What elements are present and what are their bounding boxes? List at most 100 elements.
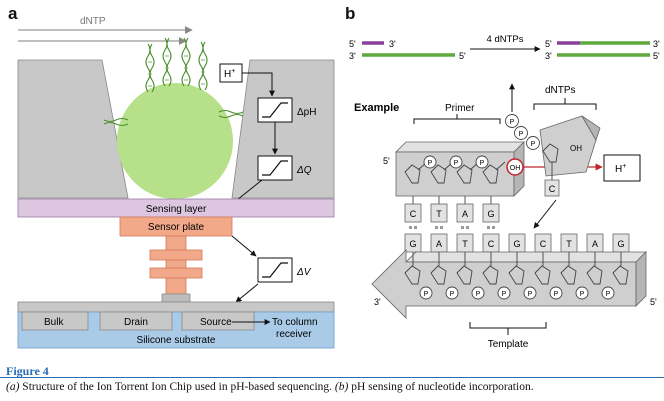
figure-title: Figure 4 — [6, 364, 49, 378]
h-plus-box-b — [603, 154, 641, 182]
arrow-v-to-transistor — [235, 283, 259, 303]
incoming-nucleotide-tip — [581, 115, 601, 141]
incoming-sugar — [542, 143, 559, 163]
sensor-plate-label: Sensor plate — [148, 222, 205, 233]
template-base-5: C — [540, 239, 547, 249]
template-p-2: P — [450, 291, 455, 298]
caption-a-label: (a) — [6, 381, 20, 393]
template-base-8: G — [617, 239, 624, 249]
four-dntps-label: 4 dNTPs — [487, 34, 524, 45]
oh-label: OH — [510, 165, 521, 172]
primer-label: Primer — [445, 103, 475, 114]
delta-q-label: ΔQ — [296, 165, 312, 176]
arrow-plate-to-v — [231, 235, 257, 257]
dna-rungs — [148, 55, 205, 87]
after-3prime-top: 3' — [653, 39, 660, 49]
caption-b-label: (b) — [334, 381, 349, 393]
primer-base-2: A — [462, 209, 468, 219]
after-3prime: 3' — [545, 51, 552, 61]
template-base-7: A — [592, 239, 598, 249]
delta-ph-label: ΔpH — [297, 107, 316, 118]
template-p-5: P — [528, 291, 533, 298]
source-label: Source — [200, 317, 232, 328]
template-bar-side — [635, 251, 647, 307]
template-p-1: P — [424, 291, 429, 298]
incoming-base-block — [544, 179, 560, 197]
primer-phosphates — [423, 155, 489, 169]
before-3prime: 3' — [349, 51, 356, 61]
after-5prime: 5' — [545, 39, 552, 49]
bulk-region — [21, 311, 89, 331]
before-5prime-bottom: 5' — [459, 51, 466, 61]
template-p-3: P — [476, 291, 481, 298]
template-base-4: G — [513, 239, 520, 249]
base-pair-dots — [409, 226, 495, 229]
primer-bar-top — [395, 141, 525, 153]
template-p-8: P — [606, 291, 611, 298]
caption-a-text: Structure of the Ion Torrent Ion Chip us… — [19, 381, 335, 393]
sensor-stack — [149, 235, 203, 295]
template-3prime: 3' — [374, 297, 381, 307]
template-base-0: G — [409, 239, 416, 249]
template-5prime: 5' — [650, 297, 657, 307]
incoming-oh: OH — [570, 144, 582, 153]
example-label: Example — [354, 102, 399, 114]
template-base-3: C — [488, 239, 495, 249]
gate-contact — [161, 293, 191, 303]
primer-base-3: G — [487, 209, 494, 219]
template-phosphates — [419, 286, 615, 300]
incorporation-arrow — [533, 199, 557, 229]
panel-b: 5' 3' 3' 5' 4 dNTPs 5' 3' 3' 5' Example … — [349, 34, 660, 350]
incoming-nucleotide-body — [539, 115, 597, 177]
oxide-layer — [17, 301, 335, 313]
primer-p-2: P — [454, 160, 459, 167]
template-bracket — [469, 322, 547, 329]
incoming-p-1: P — [510, 119, 515, 126]
dntp-label: dNTP — [80, 16, 106, 27]
bulk-label: Bulk — [44, 317, 64, 328]
panel-b-letter: b — [345, 4, 356, 23]
source-region — [181, 311, 255, 331]
primer-base-1: T — [436, 209, 442, 219]
template-p-6: P — [554, 291, 559, 298]
bead — [117, 83, 233, 199]
primer-bases — [404, 196, 500, 223]
panel-a-letter: a — [8, 4, 18, 23]
primer-5prime: 5' — [383, 156, 390, 166]
dna-strands — [103, 37, 244, 127]
arrow-h-to-ph — [242, 72, 275, 97]
delta-v-curve — [262, 262, 288, 278]
h-plus-label-b: H+ — [615, 163, 626, 175]
incoming-phosphates — [505, 114, 540, 150]
primer-p-3: P — [480, 160, 485, 167]
template-label: Template — [488, 339, 529, 350]
primer-base-0: C — [410, 209, 417, 219]
template-bar-top — [405, 251, 647, 263]
substrate-label: Silicone substrate — [137, 335, 216, 346]
before-3prime-top: 3' — [389, 39, 396, 49]
incoming-p-3: P — [531, 141, 536, 148]
template-base-2: T — [462, 239, 468, 249]
caption-rule — [0, 377, 664, 378]
primer-bar — [395, 151, 515, 197]
h-plus-label-a: H+ — [224, 68, 235, 80]
primer-bracket — [413, 118, 501, 124]
drain-label: Drain — [124, 317, 148, 328]
before-5prime: 5' — [349, 39, 356, 49]
figure-caption: (a) Structure of the Ion Torrent Ion Chi… — [6, 381, 534, 393]
delta-ph-curve — [262, 102, 288, 118]
delta-v-label: ΔV — [296, 267, 312, 278]
dntps-bracket — [533, 103, 597, 110]
delta-q-curve — [262, 160, 288, 176]
template-bases — [404, 233, 630, 253]
primer-backbone — [404, 161, 506, 184]
caption-b-text: pH sensing of nucleotide incorporation. — [348, 381, 534, 393]
after-5prime-bottom: 5' — [653, 51, 660, 61]
sensing-layer-label: Sensing layer — [146, 204, 207, 215]
incoming-p-2: P — [519, 131, 524, 138]
incoming-base-label: C — [549, 184, 556, 194]
template-p-4: P — [502, 291, 507, 298]
panel-a: dNTP H+ — [17, 16, 335, 349]
to-column-line2: receiver — [276, 329, 312, 340]
